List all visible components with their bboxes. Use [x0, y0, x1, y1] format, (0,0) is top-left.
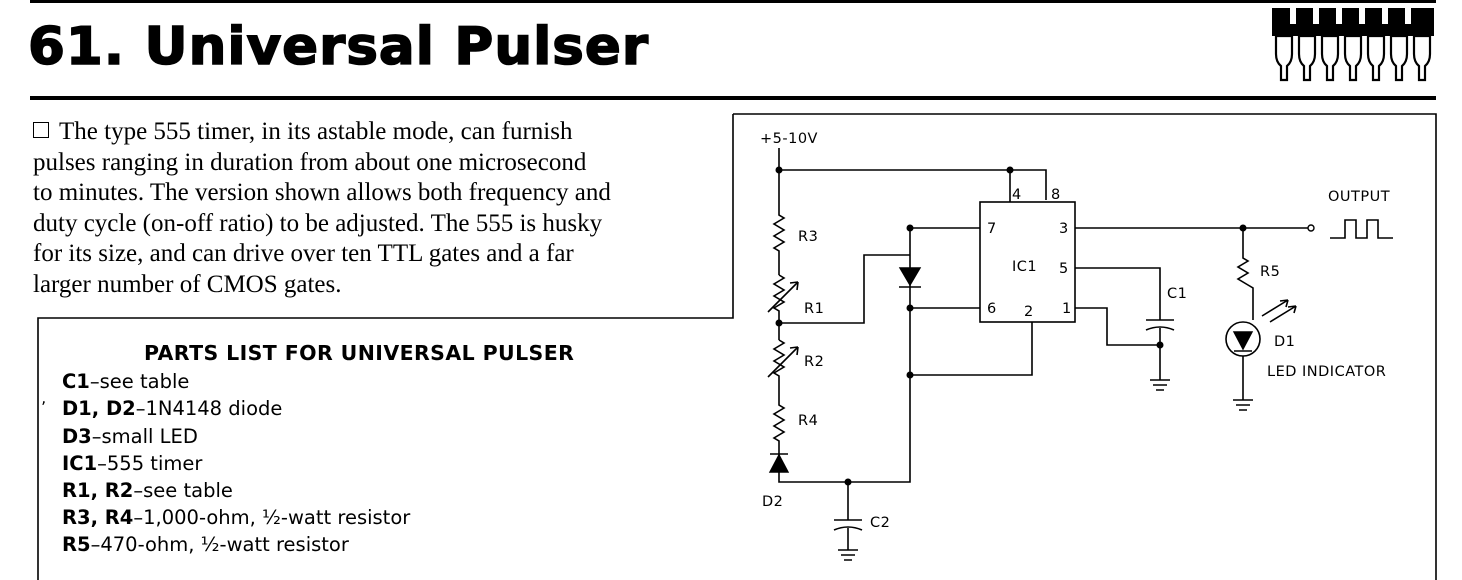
intro-line: pulses ranging in duration from about on… — [33, 148, 587, 176]
output-label: OUTPUT — [1328, 189, 1390, 205]
top-rule — [30, 0, 1436, 3]
pin-label: 3 — [1059, 221, 1069, 237]
part-item: R5–470-ohm, ½-watt resistor — [62, 533, 349, 557]
r4-resistor — [772, 400, 786, 452]
r1-potentiometer — [772, 274, 786, 340]
r5-label: R5 — [1260, 264, 1280, 280]
pin-label: 1 — [1062, 301, 1072, 317]
intro-paragraph: The type 555 timer, in its astable mode,… — [33, 117, 723, 300]
r2-potentiometer — [772, 339, 786, 400]
frame-line — [733, 113, 1437, 580]
pin-label: 6 — [987, 301, 997, 317]
output-terminal — [1307, 224, 1315, 232]
intro-line: The type 555 timer, in its astable mode,… — [33, 117, 723, 148]
r4-label: R4 — [798, 413, 818, 429]
intro-line: to minutes. The version shown allows bot… — [33, 179, 611, 206]
ic-chip-icon — [1272, 8, 1434, 82]
led-indicator-label: LED INDICATOR — [1267, 364, 1386, 380]
d2-label: D2 — [762, 494, 783, 510]
part-item: D3–small LED — [62, 424, 198, 448]
r2-label: R2 — [804, 354, 824, 370]
intro-line: duty cycle (on-off ratio) to be adjusted… — [33, 209, 603, 237]
pin-label: 8 — [1051, 187, 1061, 203]
r3-label: R3 — [798, 229, 818, 245]
pin-label: 7 — [987, 221, 997, 237]
supply-label: +5-10V — [760, 131, 818, 147]
page-title: 61. Universal Pulser — [27, 16, 650, 78]
ic1-label: IC1 — [1012, 259, 1037, 275]
parts-list: PARTS LIST FOR UNIVERSAL PULSER C1–see t… — [62, 340, 574, 559]
r5-resistor — [1236, 228, 1254, 320]
led-triangle — [1232, 331, 1254, 351]
part-item: R1, R2–see table — [62, 479, 233, 503]
pin-label: 2 — [1024, 304, 1034, 320]
frame-line — [37, 114, 734, 580]
part-item: IC1–555 timer — [62, 451, 203, 475]
intro-line: for its size, and can drive over ten TTL… — [33, 240, 574, 267]
stray-mark: ʼ — [41, 398, 47, 417]
parts-list-title: PARTS LIST FOR UNIVERSAL PULSER — [144, 341, 575, 365]
pulse-waveform-icon — [1330, 219, 1393, 239]
ic1-box — [979, 201, 1076, 323]
pin-label: 5 — [1059, 261, 1069, 277]
c2-label: C2 — [870, 515, 890, 531]
part-item: C1–see table — [62, 370, 190, 394]
intro-line: larger number of CMOS gates. — [33, 270, 342, 298]
title-rule — [30, 96, 1436, 100]
checkbox-icon — [33, 122, 49, 138]
d1-label: D1 — [1274, 334, 1295, 350]
c1-label: C1 — [1167, 286, 1187, 302]
part-item: D1, D2–1N4148 diode — [62, 397, 283, 421]
d1-diode — [898, 267, 922, 287]
r3-resistor — [772, 170, 786, 275]
part-item: R3, R4–1,000-ohm, ½-watt resistor — [62, 506, 411, 530]
d2-diode — [768, 453, 790, 473]
pin-label: 4 — [1012, 187, 1022, 203]
r1-label: R1 — [804, 301, 824, 317]
ground-icons — [838, 379, 1253, 561]
junction-dots — [775, 166, 1247, 486]
